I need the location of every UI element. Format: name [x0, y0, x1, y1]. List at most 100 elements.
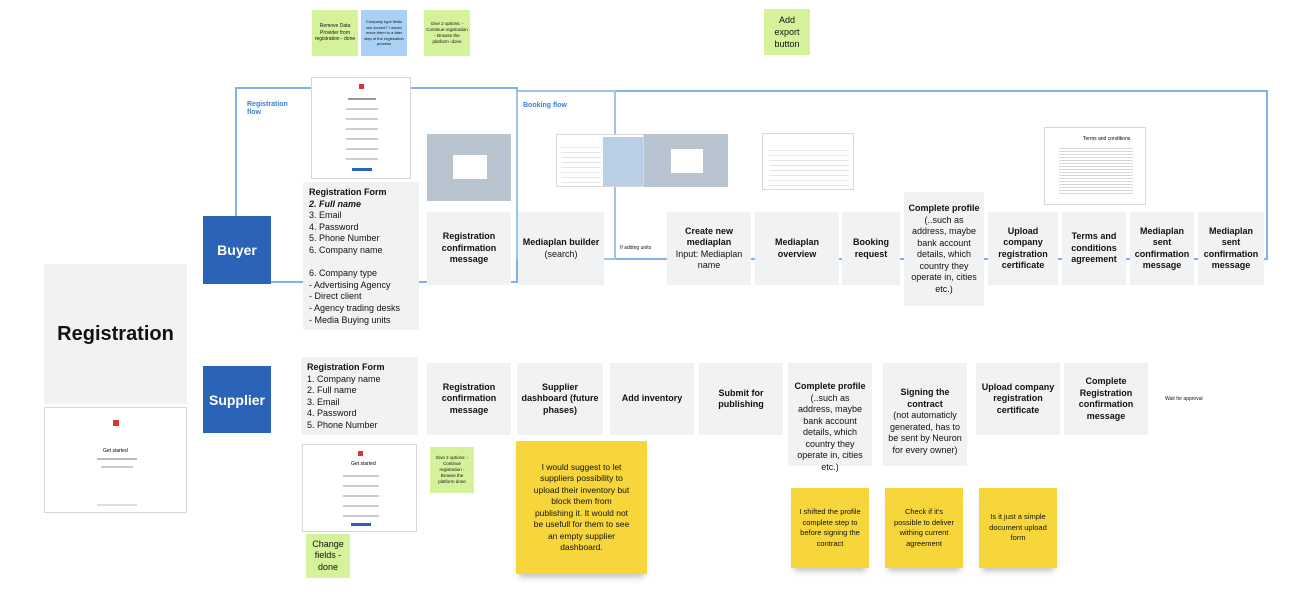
- mediaplan-builder-screenshot[interactable]: [556, 134, 644, 187]
- note-text: Check if it's possible to deliver within…: [893, 507, 955, 548]
- form-line: [346, 128, 378, 130]
- mediaplan-overview-card[interactable]: Mediaplan overview: [755, 212, 839, 285]
- buyer-complete-profile-card[interactable]: Complete profile (..such as address, may…: [904, 192, 984, 306]
- buyer-form-line: - Media Buying units: [309, 314, 391, 325]
- note-company-type[interactable]: Company type fields are correct? I would…: [361, 10, 407, 56]
- buyer-registration-form[interactable]: Registration Form 2. Full name 3. Email …: [303, 182, 419, 330]
- terms-screenshot[interactable]: Terms and conditions: [1044, 127, 1146, 205]
- note-text: Company type fields are correct? I would…: [364, 19, 404, 47]
- note-text: Give 2 options: - Continue registration …: [426, 21, 468, 44]
- note-give-options-top[interactable]: Give 2 options: - Continue registration …: [424, 10, 470, 56]
- form-line: [343, 495, 379, 497]
- supplier-form-screenshot[interactable]: Get started: [302, 444, 417, 532]
- mediaplan-builder-card[interactable]: Mediaplan builder (search): [518, 212, 604, 285]
- supplier-upload-cert-card[interactable]: Upload company registration certificate: [976, 363, 1060, 435]
- logo-icon: [113, 420, 119, 426]
- form-line: [348, 98, 376, 100]
- note-suggestion[interactable]: I would suggest to let suppliers possibi…: [516, 441, 647, 574]
- buyer-form-screenshot[interactable]: [311, 77, 411, 179]
- signing-contract-card[interactable]: Signing the contract (not automaticly ge…: [883, 363, 967, 466]
- form-line: [343, 505, 379, 507]
- terms-title: Terms and conditions: [1083, 136, 1131, 142]
- note-change-fields[interactable]: Change fields - done: [306, 534, 350, 578]
- terms-card[interactable]: Terms and conditions agreement: [1062, 212, 1126, 285]
- modal-box: [671, 149, 703, 173]
- card-label: Mediaplan builder: [522, 237, 600, 247]
- supplier-form-line: 1. Company name: [307, 373, 381, 384]
- note-text: Change fields - done: [312, 538, 344, 572]
- supplier-dashboard-card[interactable]: Supplier dashboard (future phases): [517, 363, 603, 435]
- mediaplan-overview-screenshot[interactable]: [762, 133, 854, 190]
- add-inventory-card[interactable]: Add inventory: [610, 363, 694, 435]
- registration-title: Registration: [44, 264, 187, 404]
- buyer-form-spacer: [309, 257, 413, 269]
- supplier-complete-profile-card[interactable]: Complete profile (..such as address, may…: [788, 363, 872, 472]
- create-mediaplan-card[interactable]: Create new mediaplan Input: Mediaplan na…: [667, 212, 751, 285]
- preview-line: [101, 466, 133, 468]
- note-remove-provider[interactable]: Remove Data Provider from registration -…: [312, 10, 358, 56]
- supplier-confirmation-card[interactable]: Registration confirmation message: [427, 363, 511, 435]
- card-label: Signing the contract: [900, 387, 950, 409]
- supplier-registration-form[interactable]: Registration Form 1. Company name 2. Ful…: [301, 357, 418, 435]
- supplier-lane-label: Supplier: [208, 391, 265, 408]
- note-text: I would suggest to let suppliers possibi…: [533, 461, 630, 553]
- buyer-form-line: 6. Company type: [309, 268, 378, 279]
- note-check-agreement[interactable]: Check if it's possible to deliver within…: [885, 488, 963, 568]
- card-label: Complete profile: [908, 203, 980, 213]
- note-add-export[interactable]: Add export button: [764, 9, 810, 55]
- preview-line: [97, 458, 137, 460]
- card-label: Terms and conditions agreement: [1071, 231, 1117, 265]
- supplier-form-title: Registration Form: [307, 362, 385, 372]
- supplier-screenshot-title: Get started: [351, 461, 376, 467]
- card-label: Booking request: [853, 237, 889, 259]
- card-label: Mediaplan sent confirmation message: [1203, 225, 1259, 271]
- form-line: [346, 158, 378, 160]
- card-label: Complete profile: [794, 381, 866, 391]
- buyer-form-line: 2. Full name: [309, 198, 362, 209]
- complete-confirmation-card[interactable]: Complete Registration confirmation messa…: [1064, 363, 1148, 435]
- buyer-upload-cert-card[interactable]: Upload company registration certificate: [988, 212, 1058, 285]
- note-text: Is it just a simple document upload form: [989, 512, 1047, 543]
- note-text: Give 2 options: - Continue registration …: [435, 455, 469, 484]
- booking-request-card[interactable]: Booking request: [842, 212, 900, 285]
- form-line: [346, 108, 378, 110]
- buyer-form-line: - Direct client: [309, 291, 362, 302]
- note-give-options-bottom[interactable]: Give 2 options: - Continue registration …: [430, 447, 474, 493]
- form-line: [346, 118, 378, 120]
- card-label: Create new mediaplan: [684, 225, 734, 248]
- note-text: I shifted the profile complete step to b…: [799, 507, 861, 548]
- buyer-lane-label: Buyer: [217, 242, 257, 258]
- form-line: [343, 515, 379, 517]
- card-label: Add inventory: [621, 393, 683, 404]
- card-sub: (not automaticly generated, has to be se…: [888, 410, 962, 455]
- preview-title: Get started: [103, 448, 128, 454]
- builder-modal-screenshot[interactable]: [644, 134, 728, 187]
- supplier-form-line: 4. Password: [307, 408, 357, 419]
- submit-publishing-card[interactable]: Submit for publishing: [699, 363, 783, 435]
- card-label: Upload company registration certificate: [981, 381, 1055, 415]
- buyer-form-line: - Advertising Agency: [309, 279, 391, 290]
- buyer-form-title: Registration Form: [309, 187, 387, 197]
- supplier-form-line: 3. Email: [307, 396, 340, 407]
- note-shifted-profile[interactable]: I shifted the profile complete step to b…: [791, 488, 869, 568]
- confirmation-screenshot[interactable]: [427, 134, 511, 201]
- booking-flow-label: Booking flow: [523, 102, 567, 109]
- supplier-form-line: 2. Full name: [307, 385, 357, 396]
- wait-for-approval-label: Wait for approval: [1165, 396, 1203, 402]
- buyer-form-line: 6. Company name: [309, 244, 383, 255]
- terms-text: [1059, 146, 1133, 196]
- buyer-confirmation-card[interactable]: Registration confirmation message: [427, 212, 511, 285]
- card-sub: (..such as address, maybe bank account d…: [911, 214, 977, 294]
- note-simple-upload[interactable]: Is it just a simple document upload form: [979, 488, 1057, 568]
- card-label: Submit for publishing: [718, 387, 764, 410]
- registration-title-text: Registration: [57, 322, 174, 345]
- registration-preview-screenshot[interactable]: Get started: [44, 407, 187, 513]
- buyer-lane: Buyer: [203, 216, 271, 284]
- card-label: Mediaplan sent confirmation message: [1134, 225, 1190, 271]
- note-text: Remove Data Provider from registration -…: [314, 23, 356, 43]
- card-label: Complete Registration confirmation messa…: [1078, 376, 1134, 421]
- mediaplan-sent-card-1[interactable]: Mediaplan sent confirmation message: [1130, 212, 1194, 285]
- card-sub: Input: Mediaplan name: [675, 248, 743, 271]
- note-text: Add export button: [774, 15, 800, 49]
- mediaplan-sent-card-2[interactable]: Mediaplan sent confirmation message: [1198, 212, 1264, 285]
